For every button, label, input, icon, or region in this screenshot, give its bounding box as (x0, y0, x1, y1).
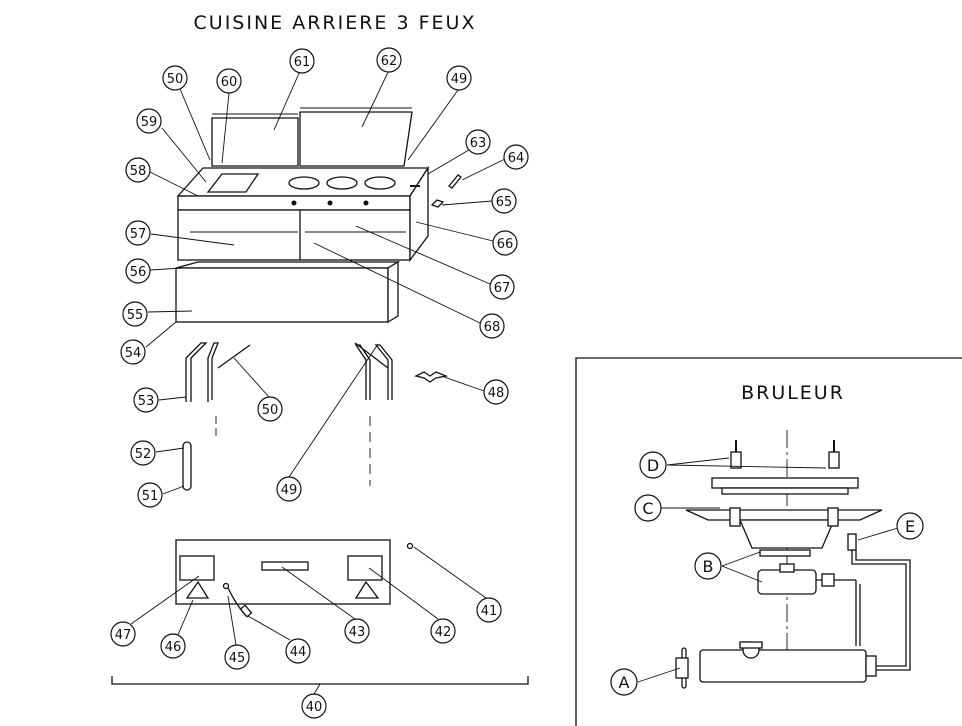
callout-53: 53 (133, 387, 159, 413)
svg-text:67: 67 (494, 281, 511, 296)
callout-59: 59 (136, 108, 162, 134)
hob-3 (364, 176, 396, 190)
callout-61: 61 (289, 48, 315, 74)
svg-text:65: 65 (496, 195, 513, 210)
callout-45: 45 (224, 644, 250, 670)
callout-49-bottom: 49 (276, 476, 302, 502)
svg-text:66: 66 (497, 237, 514, 252)
svg-text:61: 61 (294, 55, 311, 70)
svg-text:52: 52 (135, 447, 152, 462)
svg-text:60: 60 (221, 75, 238, 90)
callout-67: 67 (489, 274, 515, 300)
svg-text:44: 44 (290, 645, 307, 660)
lid-right (299, 111, 413, 167)
svg-text:D: D (647, 456, 659, 475)
side-panel (409, 165, 429, 262)
callout-54: 54 (120, 339, 146, 365)
hob-2 (326, 176, 358, 190)
svg-text:C: C (642, 499, 653, 518)
callout-leaders (130, 69, 506, 695)
callout-51: 51 (137, 482, 163, 508)
callout-62: 62 (376, 47, 402, 73)
callout-56: 56 (125, 258, 151, 284)
callout-63: 63 (465, 129, 491, 155)
svg-text:51: 51 (142, 489, 159, 504)
svg-text:A: A (619, 673, 630, 692)
callout-65: 65 (491, 188, 517, 214)
upper-kitchen-unit (176, 107, 430, 262)
svg-text:57: 57 (130, 227, 147, 242)
burner-label-d: D (639, 451, 667, 479)
burner-leaders (637, 457, 899, 683)
burner-inset: BRULEUR (575, 357, 962, 726)
burner-label-b: B (694, 552, 722, 580)
svg-text:59: 59 (141, 115, 158, 130)
diagram-title: CUISINE ARRIERE 3 FEUX (194, 12, 477, 34)
callout-55: 55 (122, 301, 148, 327)
hob-1 (288, 176, 320, 190)
inset-frame (575, 357, 962, 726)
part-65 (430, 199, 445, 208)
svg-text:50: 50 (167, 72, 184, 87)
callout-58: 58 (125, 157, 151, 183)
callout-50-bottom: 50 (257, 396, 283, 422)
callout-64: 64 (503, 144, 529, 170)
svg-text:43: 43 (349, 625, 366, 640)
part-64 (448, 174, 462, 189)
svg-text:50: 50 (262, 403, 279, 418)
burner-label-a: A (610, 668, 638, 696)
callout-40: 40 (301, 693, 327, 719)
assembly-bracket (111, 676, 529, 685)
callout-57: 57 (125, 220, 151, 246)
svg-text:45: 45 (229, 651, 246, 666)
svg-text:48: 48 (488, 386, 505, 401)
burner-label-e: E (896, 512, 924, 540)
svg-text:68: 68 (484, 320, 501, 335)
svg-text:63: 63 (470, 136, 487, 151)
svg-text:42: 42 (435, 625, 452, 640)
callout-68: 68 (479, 313, 505, 339)
callout-66: 66 (492, 230, 518, 256)
inset-title: BRULEUR (741, 382, 845, 404)
callout-42: 42 (430, 618, 456, 644)
callout-41: 41 (476, 597, 502, 623)
callout-50-top: 50 (162, 65, 188, 91)
callout-46: 46 (160, 633, 186, 659)
callout-49-top: 49 (446, 65, 472, 91)
leg-foot (182, 441, 192, 491)
svg-text:53: 53 (138, 394, 155, 409)
cabinet-body (177, 209, 411, 261)
callout-43: 43 (344, 618, 370, 644)
svg-text:58: 58 (130, 164, 147, 179)
svg-text:40: 40 (306, 700, 323, 715)
sink (206, 173, 260, 193)
base-drawer (175, 260, 401, 324)
bracket (414, 371, 449, 383)
svg-text:54: 54 (125, 346, 142, 361)
lid-left (211, 117, 299, 167)
svg-text:41: 41 (481, 604, 498, 619)
svg-text:B: B (703, 557, 714, 576)
svg-text:64: 64 (508, 151, 525, 166)
burner-label-c: C (634, 494, 662, 522)
svg-text:62: 62 (381, 54, 398, 69)
svg-text:49: 49 (451, 72, 468, 87)
lower-box (175, 539, 414, 618)
legs (182, 342, 449, 491)
callout-48: 48 (483, 379, 509, 405)
callout-44: 44 (285, 638, 311, 664)
small-parts-top (430, 174, 462, 208)
callout-60: 60 (216, 68, 242, 94)
svg-text:55: 55 (127, 308, 144, 323)
svg-text:47: 47 (115, 628, 132, 643)
svg-text:49: 49 (281, 483, 298, 498)
callout-47: 47 (110, 621, 136, 647)
callout-52: 52 (130, 440, 156, 466)
svg-text:E: E (905, 517, 915, 536)
svg-text:56: 56 (130, 265, 147, 280)
svg-text:46: 46 (165, 640, 182, 655)
